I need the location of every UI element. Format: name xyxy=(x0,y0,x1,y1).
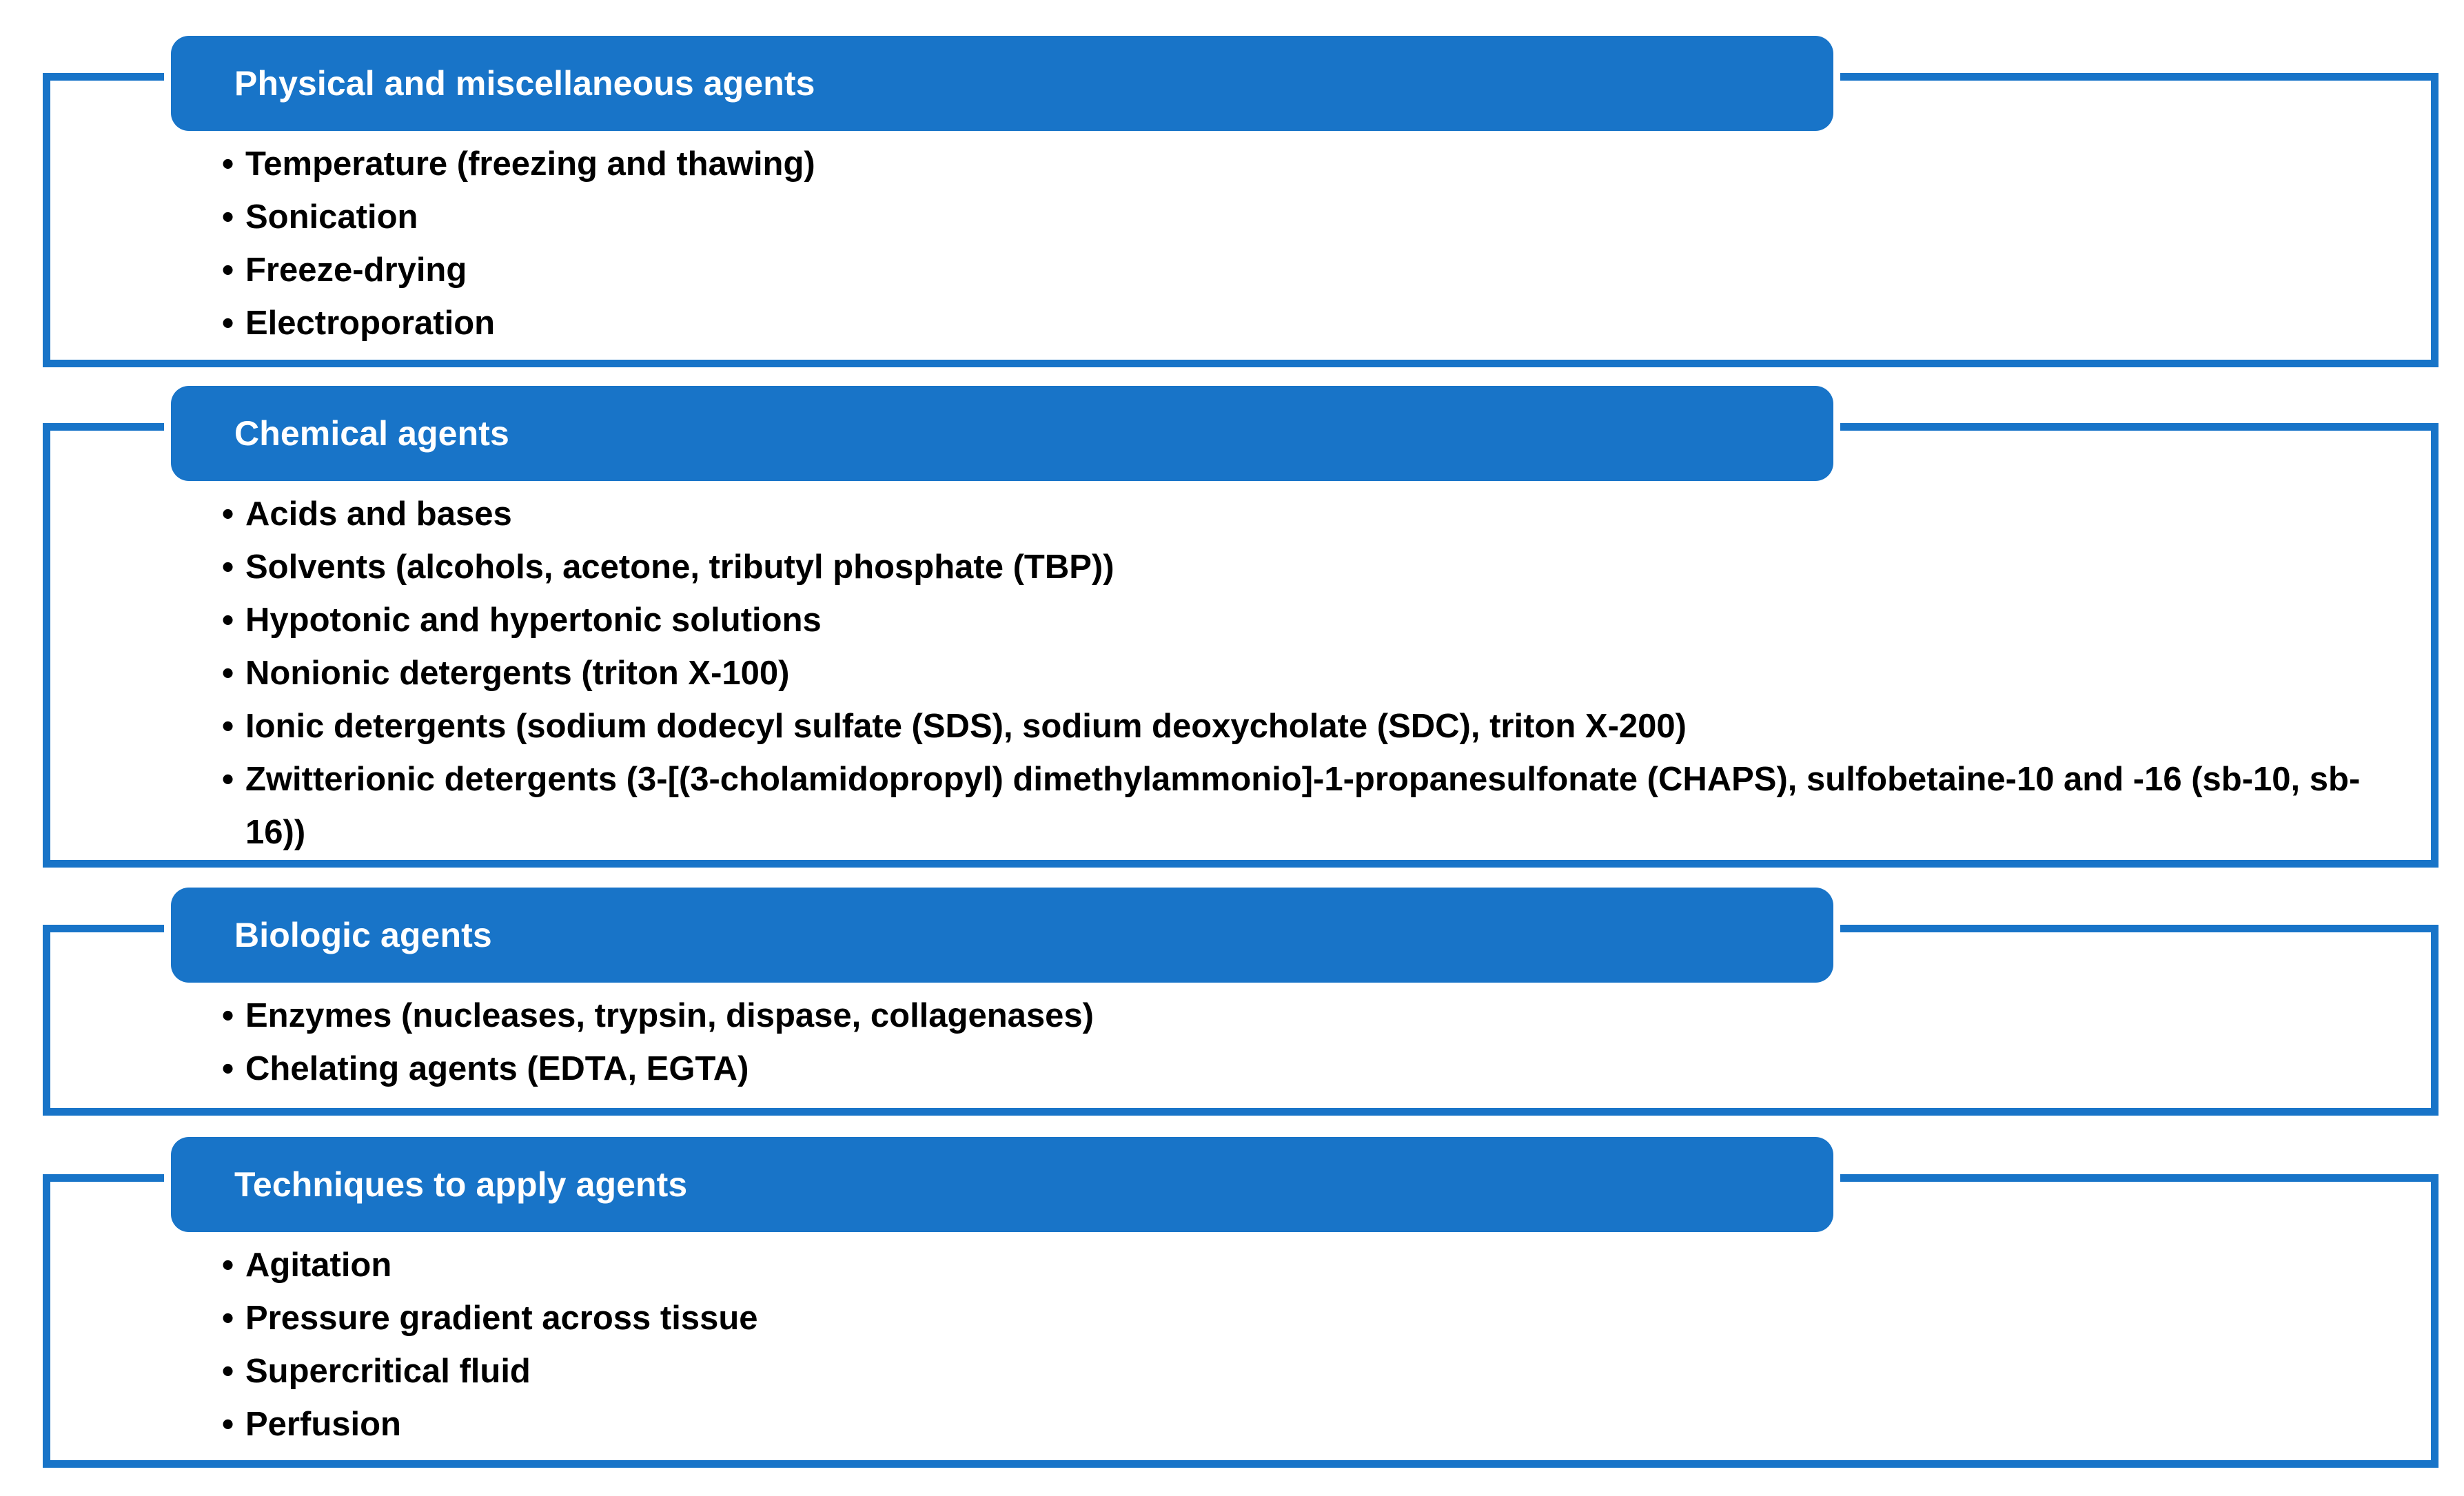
group-header-physical-and-miscellaneous-agents[interactable]: Physical and miscellaneous agents xyxy=(171,36,1833,131)
list-item: Electroporation xyxy=(222,297,2411,350)
frame-top-line-chemical-agents xyxy=(1840,423,2438,431)
list-item: Agitation xyxy=(222,1239,2411,1292)
frame-top-stub-techniques-to-apply-agents xyxy=(43,1174,164,1182)
frame-top-stub-chemical-agents xyxy=(43,423,164,431)
list-item: Temperature (freezing and thawing) xyxy=(222,138,2411,191)
list-item: Supercritical fluid xyxy=(222,1345,2411,1398)
frame-top-line-biologic-agents xyxy=(1840,925,2438,932)
list-item: Enzymes (nucleases, trypsin, dispase, co… xyxy=(222,990,2411,1043)
list-item: Nonionic detergents (triton X-100) xyxy=(222,647,2411,700)
group-frame-techniques-to-apply-agents xyxy=(43,1174,2438,1468)
group-title-techniques-to-apply-agents: Techniques to apply agents xyxy=(234,1165,688,1204)
frame-top-stub-physical-and-miscellaneous-agents xyxy=(43,73,164,81)
list-item: Perfusion xyxy=(222,1398,2411,1451)
list-item: Ionic detergents (sodium dodecyl sulfate… xyxy=(222,700,2411,753)
group-list-biologic-agents: Enzymes (nucleases, trypsin, dispase, co… xyxy=(222,990,2411,1096)
group-list-techniques-to-apply-agents: AgitationPressure gradient across tissue… xyxy=(222,1239,2411,1451)
group-title-chemical-agents: Chemical agents xyxy=(234,414,509,453)
frame-top-stub-biologic-agents xyxy=(43,925,164,932)
list-item: Hypotonic and hypertonic solutions xyxy=(222,594,2411,647)
list-item: Solvents (alcohols, acetone, tributyl ph… xyxy=(222,541,2411,594)
list-item: Pressure gradient across tissue xyxy=(222,1292,2411,1345)
group-header-techniques-to-apply-agents[interactable]: Techniques to apply agents xyxy=(171,1137,1833,1232)
group-title-physical-and-miscellaneous-agents: Physical and miscellaneous agents xyxy=(234,64,815,103)
group-header-biologic-agents[interactable]: Biologic agents xyxy=(171,888,1833,983)
group-frame-chemical-agents xyxy=(43,423,2438,868)
list-item: Freeze-drying xyxy=(222,244,2411,297)
list-item: Zwitterionic detergents (3-[(3-cholamido… xyxy=(222,753,2411,859)
list-item: Chelating agents (EDTA, EGTA) xyxy=(222,1043,2411,1096)
group-frame-biologic-agents xyxy=(43,925,2438,1116)
group-list-chemical-agents: Acids and basesSolvents (alcohols, aceto… xyxy=(222,488,2411,859)
group-frame-physical-and-miscellaneous-agents xyxy=(43,73,2438,367)
group-list-physical-and-miscellaneous-agents: Temperature (freezing and thawing)Sonica… xyxy=(222,138,2411,350)
group-title-biologic-agents: Biologic agents xyxy=(234,916,492,954)
list-item: Acids and bases xyxy=(222,488,2411,541)
list-item: Sonication xyxy=(222,191,2411,244)
frame-top-line-physical-and-miscellaneous-agents xyxy=(1840,73,2438,81)
frame-top-line-techniques-to-apply-agents xyxy=(1840,1174,2438,1182)
group-header-chemical-agents[interactable]: Chemical agents xyxy=(171,386,1833,481)
